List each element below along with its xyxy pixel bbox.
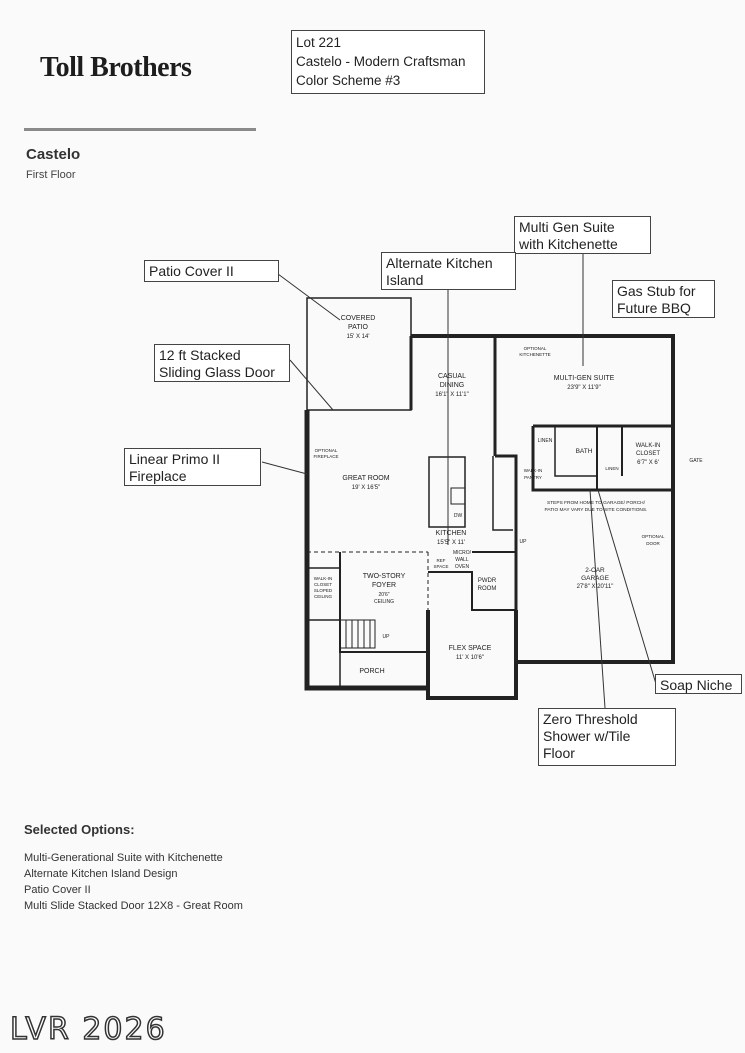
casual-dining-label-2: DINING	[440, 382, 465, 389]
garage-label-2: GARAGE	[581, 575, 609, 582]
callout-fireplace: Linear Primo II Fireplace	[124, 448, 261, 486]
pwdr-room-label: PWDR	[478, 578, 497, 584]
casual-dining-size: 16'1" X 11'1"	[435, 392, 468, 398]
lot-info-box: Lot 221 Castelo - Modern Craftsman Color…	[291, 30, 485, 94]
walk-in-closet-size: 6'7" X 6'	[637, 460, 659, 466]
dw-label: DW	[454, 513, 463, 519]
walk-in-closet-label-2: CLOSET	[636, 451, 660, 457]
wall-closet-sloped	[307, 567, 340, 621]
optional-kitchenette-label: OPTIONAL	[524, 346, 547, 351]
callout-patio-cover: Patio Cover II	[144, 260, 279, 282]
stairs	[340, 619, 376, 649]
optional-door-label-2: DOOR	[646, 541, 660, 546]
great-room-size: 19' X 16'5"	[352, 485, 380, 491]
wall-pantry	[495, 454, 518, 490]
foyer-label: TWO-STORY	[363, 573, 406, 580]
bath-label: BATH	[576, 448, 593, 455]
ref-space-label-2: SPACE	[434, 564, 449, 569]
gate-label: GATE	[689, 458, 703, 464]
island-sink	[450, 487, 466, 505]
foyer-size-2: CEILING	[374, 599, 394, 605]
kitchen-label: KITCHEN	[436, 530, 467, 537]
walk-in-closet-sloped-label: WALK-IN	[314, 576, 333, 581]
linen-label-2: LINEN	[605, 466, 618, 471]
multi-gen-suite-label: MULTI-GEN SUITE	[554, 375, 615, 382]
fireplace-arrow	[261, 461, 308, 475]
walk-in-closet-label: WALK-IN	[636, 443, 661, 449]
steps-note-2: PATIO MAY VARY DUE TO SITE CONDITIONS.	[545, 507, 648, 513]
ref-space-label: REF	[437, 558, 446, 563]
wall-micro-oven	[472, 551, 517, 610]
covered-patio-size: 15' X 14'	[347, 334, 370, 340]
covered-patio-label-2: PATIO	[348, 324, 369, 331]
option-item: Patio Cover II	[24, 884, 91, 896]
callout-multi-gen-suite: Multi Gen Suite with Kitchenette	[514, 216, 651, 254]
multi-gen-suite-size: 23'9" X 11'9"	[567, 385, 600, 391]
porch-label: PORCH	[359, 668, 384, 675]
soap-niche-arrow	[597, 489, 657, 685]
lvr-watermark: LVR 2026	[9, 1011, 167, 1048]
wall-shower	[554, 426, 597, 477]
casual-dining-label: CASUAL	[438, 373, 466, 380]
kitchen-counter	[492, 456, 513, 531]
garage-label: 2-CAR	[585, 567, 605, 574]
optional-fireplace-label-2: FIREPLACE	[313, 454, 338, 459]
garage-size: 27'8" X 20'11"	[577, 584, 614, 590]
optional-door-label: OPTIONAL	[642, 534, 665, 539]
linen-label-1: LINEN	[538, 438, 553, 444]
patio-cover-arrow	[277, 273, 341, 321]
up-label-1: UP	[520, 539, 528, 545]
walk-in-closet-sloped-label-2: CLOSET	[314, 582, 332, 587]
exterior-wall-west	[304, 410, 428, 691]
plan-floor: First Floor	[26, 169, 76, 181]
foyer-size: 20'6"	[378, 592, 389, 598]
optional-kitchenette-label-2: KITCHENETTE	[519, 352, 550, 357]
sliding-door-arrow	[289, 359, 334, 411]
micro-wall-oven-label-3: OVEN	[455, 564, 470, 570]
walk-in-closet-sloped-label-4: CEILING	[314, 594, 333, 599]
wall-pwdr	[428, 571, 516, 611]
foyer-label-2: FOYER	[372, 582, 396, 589]
optional-fireplace-label: OPTIONAL	[315, 448, 338, 453]
walk-in-pantry-label-2: PANTRY	[524, 475, 542, 480]
callout-zero-threshold-shower: Zero Threshold Shower w/Tile Floor	[538, 708, 676, 766]
flex-space-walls	[426, 610, 518, 700]
wall-bath-closet	[531, 426, 673, 492]
micro-wall-oven-label-2: WALL	[455, 557, 469, 563]
pwdr-room-label-2: ROOM	[478, 586, 497, 592]
covered-patio-label: COVERED	[341, 315, 376, 322]
callout-soap-niche: Soap Niche	[655, 674, 742, 694]
walk-in-closet-sloped-label-3: SLOPED	[314, 588, 333, 593]
option-item: Multi-Generational Suite with Kitchenett…	[24, 852, 223, 864]
callout-gas-stub: Gas Stub for Future BBQ	[612, 280, 715, 318]
steps-note: STEPS FROM HOME TO GARAGE/ PORCH/	[547, 500, 646, 506]
flex-space-label: FLEX SPACE	[449, 645, 492, 652]
kitchen-size: 15'5" X 11'	[437, 540, 465, 546]
walk-in-pantry-label: WALK-IN	[524, 468, 543, 473]
up-label-2: UP	[383, 634, 391, 640]
great-room-label: GREAT ROOM	[342, 475, 389, 482]
option-item: Alternate Kitchen Island Design	[24, 868, 178, 880]
callout-sliding-glass-door: 12 ft Stacked Sliding Glass Door	[154, 344, 290, 382]
divider-rule	[24, 128, 256, 131]
micro-wall-oven-label: MICRO/	[453, 550, 472, 556]
flex-space-size: 11' X 10'6"	[456, 655, 484, 661]
selected-options-title: Selected Options:	[24, 822, 135, 837]
plan-name: Castelo	[26, 146, 81, 163]
toll-brothers-logo: Toll Brothers	[40, 52, 192, 83]
callout-alternate-kitchen-island: Alternate Kitchen Island	[381, 252, 516, 290]
zero-threshold-arrow	[589, 489, 606, 709]
option-item: Multi Slide Stacked Door 12X8 - Great Ro…	[24, 900, 243, 912]
